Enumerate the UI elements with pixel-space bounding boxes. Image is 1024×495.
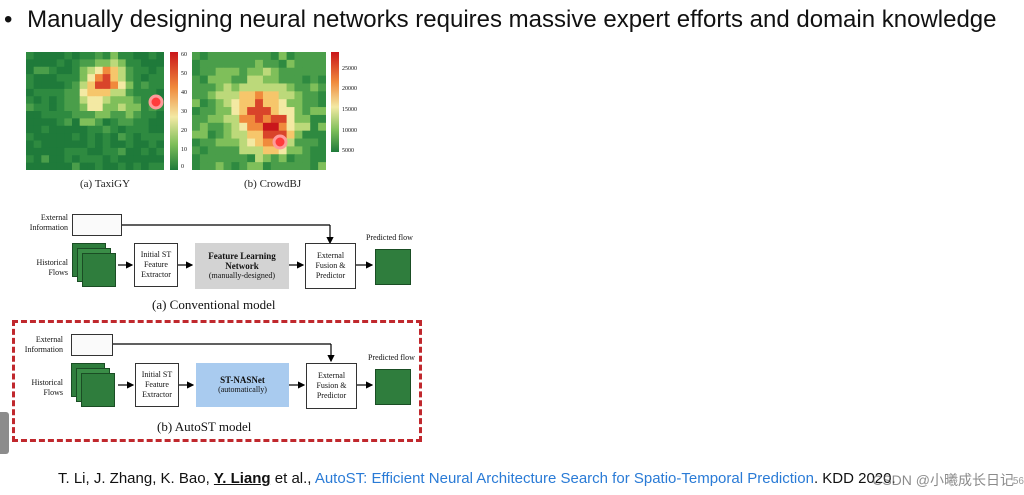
st-nasnet-title: ST-NASNet xyxy=(220,375,265,385)
caption-taxigy: (a) TaxiGY xyxy=(80,178,131,190)
tick-label: 5000 xyxy=(342,148,354,154)
st-nasnet-box: ST-NASNet (automatically) xyxy=(196,363,289,407)
citation-title-link[interactable]: AutoST: Efficient Neural Architecture Se… xyxy=(314,470,814,487)
citation-venue: . KDD 2020. xyxy=(813,470,896,487)
tick-label: 10 xyxy=(181,147,187,153)
tick-label: 20 xyxy=(181,128,187,134)
conventional-arrows xyxy=(118,224,374,269)
external-info-label: External Information xyxy=(29,213,68,232)
tick-label: 15000 xyxy=(342,107,357,113)
tick-label: 40 xyxy=(181,90,187,96)
tick-label: 20000 xyxy=(342,86,357,92)
heatmap-crowdbj xyxy=(192,52,327,171)
tick-label: 50 xyxy=(181,71,187,77)
external-info-icons xyxy=(71,334,113,356)
colorbar-taxigy xyxy=(170,52,178,170)
historical-flows-stack xyxy=(71,363,117,409)
citation-authors: T. Li, J. Zhang, K. Bao, xyxy=(58,470,214,487)
tick-label: 10000 xyxy=(342,128,357,134)
side-scroll-tab[interactable] xyxy=(0,412,9,454)
tick-label: 30 xyxy=(181,109,187,115)
external-fusion-predictor: External Fusion & Predictor xyxy=(306,363,357,409)
predicted-flow-label: Predicted flow xyxy=(368,353,415,362)
predicted-flow-label: Predicted flow xyxy=(366,233,413,242)
bullet-symbol: • xyxy=(4,6,13,33)
page-number: 56 xyxy=(1012,476,1024,487)
feature-learning-sub: (manually-designed) xyxy=(208,271,276,280)
external-info-icons xyxy=(72,214,122,236)
watermark: CSDN @小曦成长日记 xyxy=(872,472,1014,488)
heatmap-taxigy xyxy=(26,52,165,171)
caption-crowdbj: (b) CrowdBJ xyxy=(244,178,302,190)
heatmap-crowdbj-grid xyxy=(192,52,327,171)
predicted-flow-map xyxy=(375,369,411,405)
tick-label: 0 xyxy=(181,164,184,170)
bullet-headline: • Manually designing neural networks req… xyxy=(4,4,997,36)
tick-label: 25000 xyxy=(342,66,357,72)
external-fusion-predictor: External Fusion & Predictor xyxy=(305,243,356,289)
citation: T. Li, J. Zhang, K. Bao, Y. Liang et al.… xyxy=(58,470,896,487)
historical-flows-label: Historical Flows xyxy=(31,378,63,397)
colorbar-crowdbj xyxy=(331,52,339,152)
external-info-label: External Information xyxy=(24,335,63,354)
initial-st-extractor: Initial ST Feature Extractor xyxy=(134,243,178,287)
tick-label: 60 xyxy=(181,52,187,58)
historical-flows-stack xyxy=(72,243,118,289)
hotspot-marker xyxy=(272,134,288,150)
feature-learning-title: Feature Learning Network xyxy=(208,251,276,271)
conventional-diagram: External Information Historical Flows In… xyxy=(0,205,440,315)
citation-highlight-author: Y. Liang xyxy=(213,470,271,487)
autost-arrows xyxy=(110,343,374,389)
st-nasnet-sub: (automatically) xyxy=(218,385,267,394)
initial-st-extractor: Initial ST Feature Extractor xyxy=(135,363,179,407)
predicted-flow-map xyxy=(375,249,411,285)
conventional-caption: (a) Conventional model xyxy=(152,297,276,312)
autost-caption: (b) AutoST model xyxy=(157,419,252,434)
autost-diagram: External Information Historical Flows In… xyxy=(12,320,422,442)
historical-flows-label: Historical Flows xyxy=(36,258,68,277)
hotspot-marker xyxy=(148,94,164,110)
feature-learning-network: Feature Learning Network (manually-desig… xyxy=(195,243,289,289)
heatmap-taxigy-grid xyxy=(26,52,165,171)
bullet-text: Manually designing neural networks requi… xyxy=(27,6,997,33)
citation-etal: et al., xyxy=(270,470,315,487)
